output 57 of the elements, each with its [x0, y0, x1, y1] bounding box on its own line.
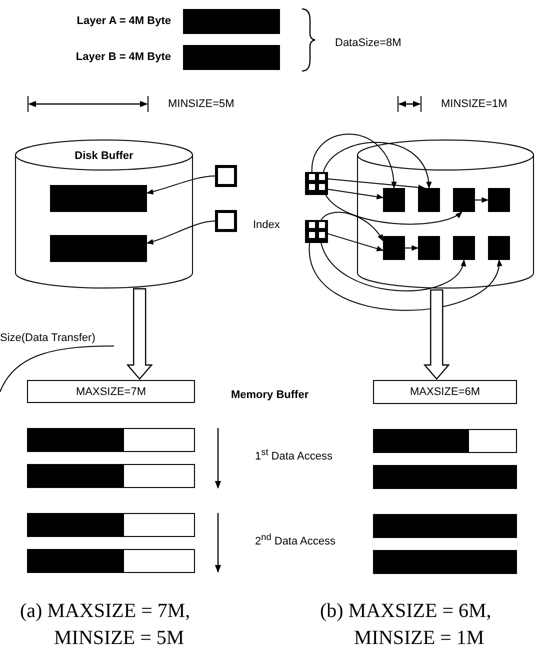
data-block — [383, 188, 405, 212]
hollow-arrow — [126, 288, 153, 380]
caption: (b) MAXSIZE = 6M, MINSIZE = 1M — [320, 599, 492, 651]
label-text: MINSIZE=1M — [441, 98, 508, 112]
data-block — [453, 236, 475, 260]
index-grid-icon — [305, 172, 328, 195]
size-text: MAXSIZE=6M — [409, 386, 481, 400]
arrow — [320, 242, 465, 292]
data-block — [488, 188, 510, 212]
arrow — [325, 194, 462, 225]
arrow — [146, 176, 216, 194]
buffer-bar — [373, 429, 517, 453]
label-text: MINSIZE=5M — [168, 98, 234, 112]
buffer-bar — [27, 513, 195, 537]
size-text: MAXSIZE=7M — [75, 386, 147, 400]
data-block — [418, 236, 440, 260]
size-box — [27, 380, 195, 403]
buffer-bar — [373, 550, 517, 574]
arrow — [309, 242, 501, 311]
buffer-bar — [27, 464, 195, 488]
arrow — [474, 197, 489, 203]
arrow — [328, 233, 384, 252]
buffer-bar — [27, 549, 195, 573]
note-text: Size(Data Transfer) — [0, 331, 114, 346]
arrow — [328, 178, 426, 190]
layer-label: Layer A = 4M Byte — [76, 15, 171, 27]
arrow — [311, 134, 396, 189]
data-block — [488, 236, 510, 260]
disk-cylinder — [15, 140, 193, 288]
label-text: 1$^{st}$ Data Access — [255, 447, 332, 464]
index-label: Index — [253, 219, 280, 232]
data-block — [418, 188, 440, 212]
buffer-bar — [373, 465, 517, 489]
label-text: 2$^{nd}$ Data Access — [255, 532, 336, 549]
index-box — [215, 210, 237, 232]
buffer-bar — [373, 514, 517, 538]
arrow — [320, 212, 384, 242]
caption: (a) MAXSIZE = 7M, MINSIZE = 5M — [20, 599, 192, 651]
buffer-bar — [27, 428, 195, 452]
data-block — [383, 236, 405, 260]
label-text: Memory Buffer — [231, 389, 309, 402]
disk-cylinder — [357, 140, 534, 288]
arrow — [322, 142, 431, 189]
arrow — [328, 188, 384, 200]
layer-label: Layer B = 4M Byte — [76, 51, 171, 63]
label-text: DataSize=8M — [335, 37, 402, 50]
data-block — [50, 185, 147, 212]
index-grid-icon — [305, 220, 328, 243]
arrow — [404, 245, 419, 251]
index-box — [215, 165, 237, 187]
data-block — [50, 235, 147, 262]
buffer-title: Disk Buffer — [74, 150, 134, 164]
arrow — [146, 220, 216, 244]
hollow-arrow — [423, 289, 450, 380]
data-block — [453, 188, 475, 212]
size-box — [373, 380, 517, 404]
leader-line — [0, 346, 114, 392]
